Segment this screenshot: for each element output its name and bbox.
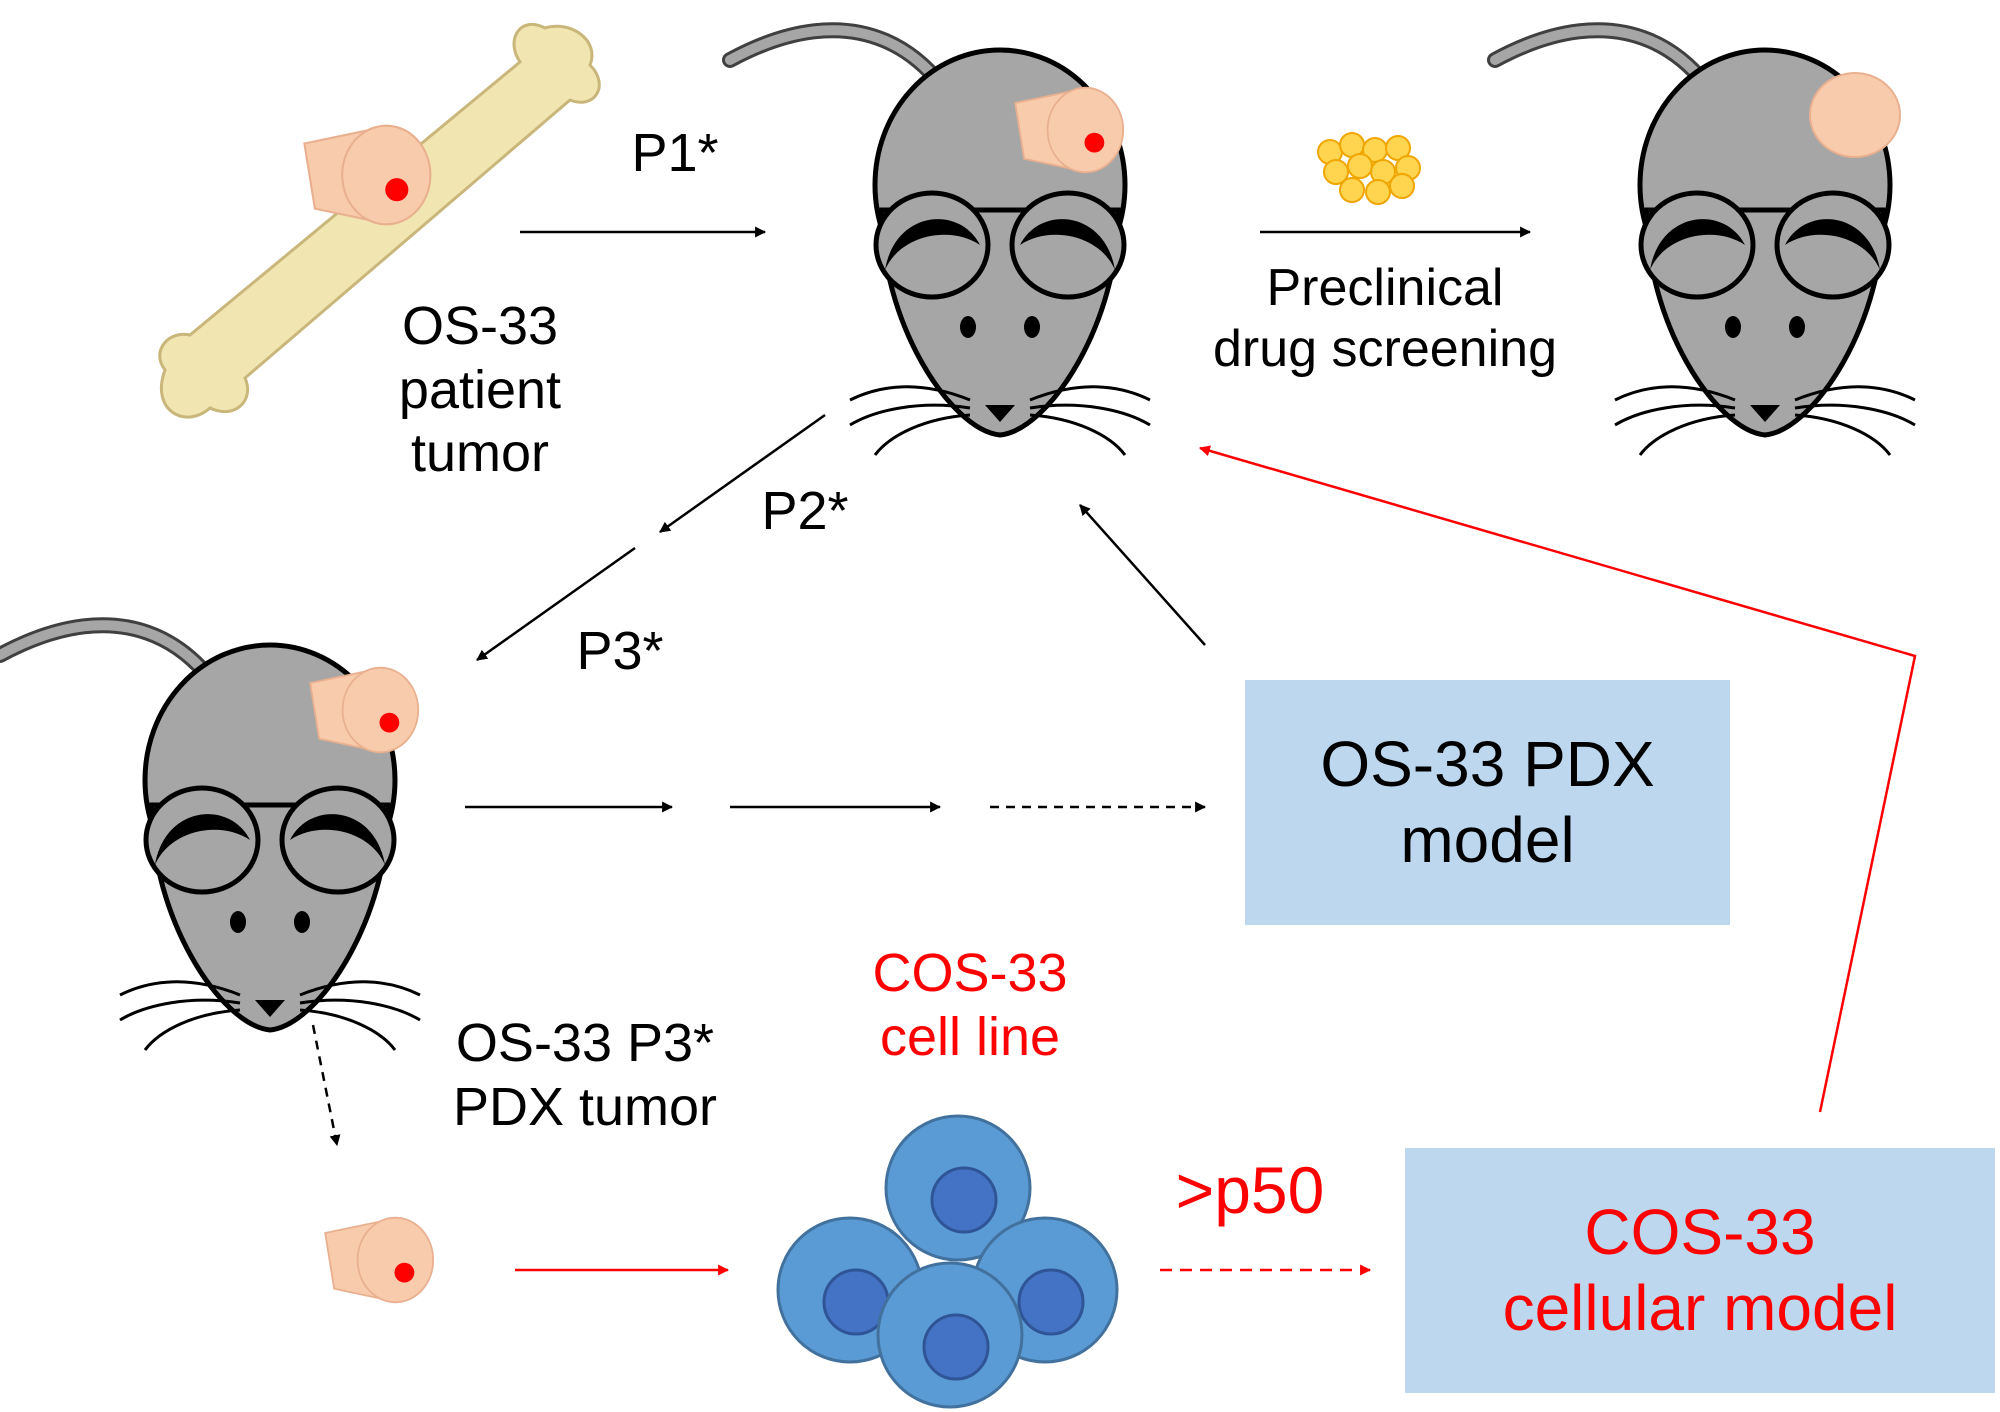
label-p3: P3* bbox=[576, 621, 664, 681]
label-cell-line: COS-33 cell line bbox=[872, 943, 1068, 1067]
shrunken-tumor-icon bbox=[1809, 72, 1901, 158]
arrow-p3 bbox=[476, 546, 636, 662]
tumor-icon bbox=[1014, 86, 1125, 174]
arrow-model-to-mouse bbox=[1198, 445, 1917, 1113]
pdx-model-line-2: model bbox=[1400, 803, 1575, 876]
pdx-tumor-icon bbox=[324, 1216, 435, 1304]
label-p1: P1* bbox=[631, 123, 719, 183]
patient-tumor-icon bbox=[303, 124, 432, 226]
tumor-icon bbox=[309, 666, 420, 754]
cellular-model-box: COS-33 cellular model bbox=[1405, 1148, 1995, 1393]
arrow-pdx-to-mouse bbox=[1079, 504, 1206, 646]
label-patient-tumor: OS-33 patient tumor bbox=[398, 296, 562, 484]
label-passage: >p50 bbox=[1175, 1153, 1325, 1227]
cellular-model-line-2: cellular model bbox=[1502, 1271, 1898, 1344]
label-pdx-tumor: OS-33 P3* PDX tumor bbox=[452, 1013, 718, 1137]
arrow-p2 bbox=[659, 413, 826, 534]
pdx-model-line-1: OS-33 PDX bbox=[1320, 727, 1655, 800]
drug-pellets-icon bbox=[1317, 132, 1421, 205]
arrow-to-pdx-tumor bbox=[311, 1024, 341, 1147]
label-drug-screening: Preclinical drug screening bbox=[1213, 259, 1557, 379]
pdx-model-box: OS-33 PDX model bbox=[1245, 680, 1730, 925]
label-p2: P2* bbox=[761, 481, 849, 541]
cellular-model-line-1: COS-33 bbox=[1584, 1195, 1816, 1268]
cell-cluster-icon bbox=[776, 1114, 1119, 1409]
